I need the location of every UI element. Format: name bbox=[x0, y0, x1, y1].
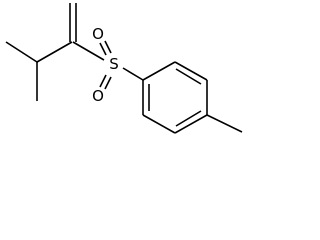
atom-sulfur-label: S bbox=[109, 55, 119, 73]
bond-s-o-top-b bbox=[104, 40, 112, 54]
structure-diagram: S O O bbox=[5, 3, 243, 134]
bond-sulfur-to-ring bbox=[122, 67, 144, 81]
ring-inner-bond-b bbox=[175, 110, 202, 127]
ring-bond-5 bbox=[174, 61, 208, 81]
atom-oxygen-bottom-label: O bbox=[92, 87, 104, 105]
atom-oxygen-top-label: O bbox=[92, 25, 104, 43]
bond-ch-to-vinyl bbox=[36, 41, 73, 63]
bond-s-o-top-a bbox=[99, 42, 107, 56]
bond-para-methyl bbox=[206, 114, 243, 133]
bond-s-o-bottom-a bbox=[99, 74, 107, 88]
ring-inner-bond-c bbox=[175, 68, 202, 85]
bond-methyl-left bbox=[5, 41, 38, 63]
ring-bond-6 bbox=[142, 61, 176, 81]
ring-bond-3 bbox=[174, 114, 208, 134]
bond-s-o-bottom-b bbox=[104, 76, 112, 90]
bond-vinyl-to-sulfur bbox=[72, 41, 105, 61]
ring-bond-2 bbox=[142, 114, 176, 134]
